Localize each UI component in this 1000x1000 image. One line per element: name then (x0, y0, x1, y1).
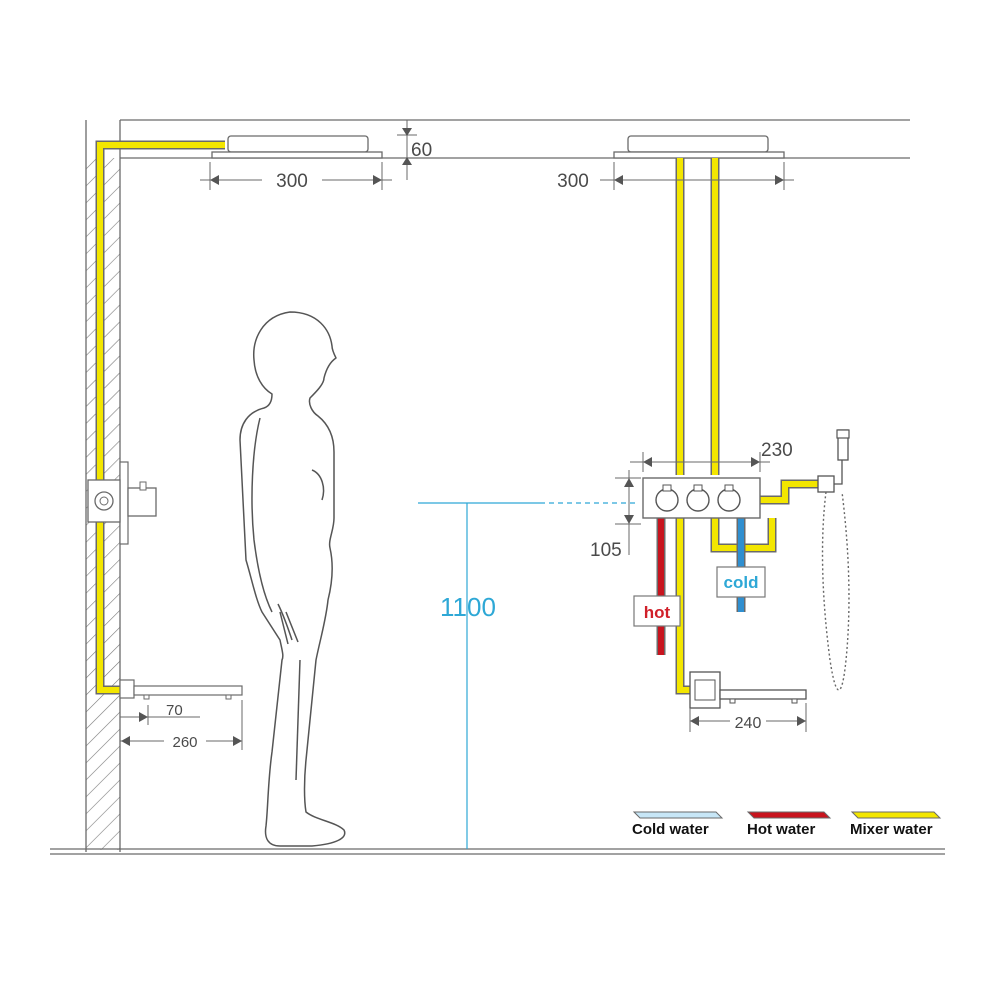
dim-spout-projection: 70 (120, 702, 200, 725)
right-riser-pipes (675, 158, 720, 475)
hand-shower (817, 429, 850, 691)
spout-pipe (675, 518, 690, 695)
left-shower-head (211, 135, 383, 159)
dim-valve-height: 105 (590, 470, 641, 561)
dim-valve-width: 230 (630, 440, 793, 472)
dim-valve-floor-height: 1100 (418, 502, 638, 849)
left-mixer-pipe (95, 140, 225, 695)
legend-hot-label: Hot water (747, 821, 816, 838)
hand-shower-pipe (760, 479, 822, 505)
cold-tag-label: cold (724, 573, 759, 592)
hot-tag: hot (633, 595, 681, 627)
human-figure (239, 311, 346, 847)
left-valve (87, 461, 157, 545)
dim-spout-projection-label: 70 (166, 702, 183, 719)
right-shower-head (613, 135, 785, 159)
dim-valve-width-label: 230 (761, 440, 793, 461)
legend-mixer-label: Mixer water (850, 821, 933, 838)
dim-right-head-width: 300 (557, 162, 794, 192)
dim-left-head-width: 300 (200, 162, 392, 192)
legend-cold-label: Cold water (632, 821, 709, 838)
dim-spout-length-left-label: 260 (172, 734, 197, 751)
legend-mixer: Mixer water (850, 811, 942, 838)
right-spout (689, 671, 807, 709)
dim-spout-length-right-label: 240 (735, 715, 762, 732)
hot-tag-label: hot (644, 603, 671, 622)
floor (50, 848, 945, 855)
dim-valve-floor-height-label: 1100 (440, 592, 496, 622)
legend-hot: Hot water (746, 811, 832, 838)
legend: Cold water Hot water Mixer water (632, 811, 942, 838)
left-spout (119, 679, 243, 700)
dim-left-head-width-label: 300 (276, 171, 308, 192)
dim-ceiling-gap-label: 60 (411, 140, 432, 161)
legend-cold: Cold water (632, 811, 724, 838)
dim-spout-length-right: 240 (689, 703, 807, 732)
dim-spout-length-left: 260 (120, 700, 243, 751)
right-valve (642, 477, 761, 519)
dim-ceiling-gap: 60 (397, 120, 432, 180)
dim-valve-height-label: 105 (590, 540, 622, 561)
cold-tag: cold (716, 566, 766, 598)
dim-right-head-width-label: 300 (557, 171, 589, 192)
